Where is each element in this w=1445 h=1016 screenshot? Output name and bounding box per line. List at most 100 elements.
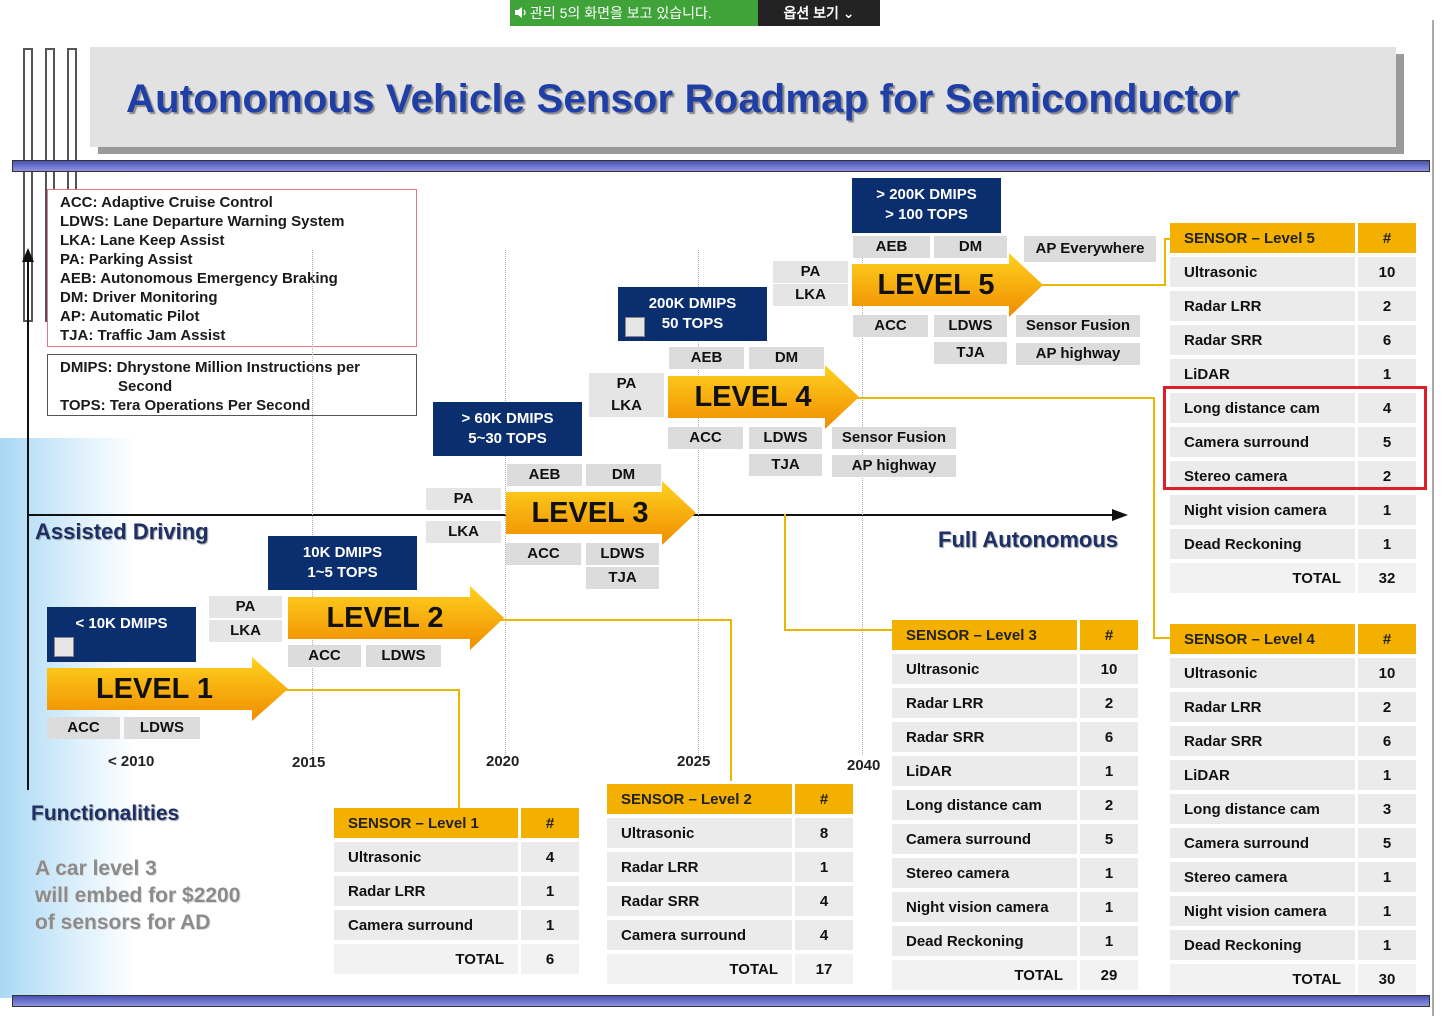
compute-line: 200K DMIPS	[648, 295, 737, 312]
compute-level3: > 60K DMIPS 5~30 TOPS	[433, 402, 582, 456]
glossary-line: ACC: Adaptive Cruise Control	[60, 194, 273, 211]
compute-level5: > 200K DMIPS > 100 TOPS	[852, 178, 1001, 233]
connector-level2	[500, 619, 732, 781]
compute-line: 50 TOPS	[661, 315, 724, 332]
glossary-line: LKA: Lane Keep Assist	[60, 232, 225, 249]
sensor-name: Long distance cam	[1170, 393, 1355, 423]
feature-tag: ACC	[853, 315, 928, 337]
feature-tag: AEB	[853, 236, 930, 258]
feature-tag: LDWS	[586, 543, 659, 565]
sensor-name: Radar LRR	[1170, 291, 1355, 321]
sensor-name: Night vision camera	[1170, 896, 1355, 926]
table-header-count: #	[1355, 223, 1416, 253]
vertical-axis	[27, 250, 29, 790]
glossary-line: AP: Automatic Pilot	[60, 308, 200, 325]
sensor-count: 1	[792, 852, 853, 882]
feature-tag: TJA	[934, 342, 1007, 364]
feature-tag: PA	[773, 261, 848, 283]
feature-tag: DM	[749, 347, 824, 369]
glossary-tops: TOPS: Tera Operations Per Second	[60, 397, 311, 414]
table-header-row: SENSOR – Level 2 #	[607, 784, 853, 814]
table-header: SENSOR – Level 5	[1170, 223, 1355, 253]
year-label: 2025	[677, 753, 711, 770]
sensor-name: Radar SRR	[607, 886, 792, 916]
total-count: 30	[1355, 964, 1416, 994]
sensor-count: 2	[1077, 688, 1138, 718]
connector-level5-a	[1040, 284, 1164, 286]
sensor-name: Night vision camera	[1170, 495, 1355, 525]
total-label: TOTAL	[607, 954, 792, 984]
sensor-name: Camera surround	[1170, 427, 1355, 457]
glossary-line: PA: Parking Assist	[60, 251, 193, 268]
sensor-count: 2	[1355, 692, 1416, 722]
level1-arrow: LEVEL 1	[47, 657, 288, 721]
level3-label: LEVEL 3	[531, 497, 649, 529]
glossary-dmips-cont: Second	[118, 378, 173, 395]
sensor-name: Ultrasonic	[1170, 658, 1355, 688]
sensor-count: 3	[1355, 794, 1416, 824]
sensor-name: Long distance cam	[1170, 794, 1355, 824]
sensor-name: Camera surround	[334, 910, 518, 940]
sensor-name: Stereo camera	[892, 858, 1077, 888]
connector-level4-b	[1153, 637, 1170, 639]
table-header: SENSOR – Level 4	[1170, 624, 1355, 654]
sensor-name: Radar SRR	[1170, 325, 1355, 355]
feature-tag: ACC	[668, 427, 743, 449]
sensor-count: 1	[1077, 858, 1138, 888]
feature-tag: ACC	[506, 543, 581, 565]
chevron-down-icon: ⌄	[842, 5, 855, 21]
total-count: 32	[1355, 563, 1416, 593]
feature-tag: PA	[209, 596, 282, 618]
level-arrow-shape	[852, 253, 1043, 317]
sensor-name: Radar SRR	[892, 722, 1077, 752]
sensor-name: Radar LRR	[607, 852, 792, 882]
sensor-name: Ultrasonic	[892, 654, 1077, 684]
feature-tag: PA	[426, 488, 501, 510]
feature-tag: LKA	[773, 284, 848, 306]
feature-tag-ap-everywhere: AP Everywhere	[1024, 236, 1156, 262]
sensor-count: 10	[1355, 257, 1416, 287]
sensor-count: 1	[1355, 529, 1416, 559]
feature-tag: LDWS	[366, 645, 441, 667]
glossary-line: AEB: Autonomous Emergency Braking	[60, 270, 338, 287]
axis-arrow-up-icon	[22, 248, 34, 262]
year-label: 2040	[847, 757, 881, 774]
sensor-name: Camera surround	[607, 920, 792, 950]
glossary-line: LDWS: Lane Departure Warning System	[60, 213, 345, 230]
sensor-name: Dead Reckoning	[1170, 529, 1355, 559]
sensor-name: LiDAR	[1170, 760, 1355, 790]
sensor-count: 2	[1355, 291, 1416, 321]
total-label: TOTAL	[334, 944, 518, 974]
feature-tag: LDWS	[124, 717, 200, 739]
slide-title: Autonomous Vehicle Sensor Roadmap for Se…	[126, 77, 1239, 121]
table-header: SENSOR – Level 3	[892, 620, 1077, 650]
sensor-name: Radar LRR	[334, 876, 518, 906]
sensor-count: 4	[518, 842, 579, 872]
view-options-button[interactable]: 옵션 보기 ⌄	[758, 0, 880, 26]
sensor-count: 1	[1355, 896, 1416, 926]
level5-arrow: LEVEL 5	[852, 253, 1043, 317]
gridline	[312, 250, 313, 755]
functionalities-line: A car level 3	[35, 857, 157, 880]
gridline	[862, 250, 863, 755]
feature-tag: AP highway	[1016, 343, 1140, 365]
sensor-name: LiDAR	[892, 756, 1077, 786]
sensor-name: Radar LRR	[1170, 692, 1355, 722]
table-header-count: #	[1077, 620, 1138, 650]
sensor-name: Radar LRR	[892, 688, 1077, 718]
